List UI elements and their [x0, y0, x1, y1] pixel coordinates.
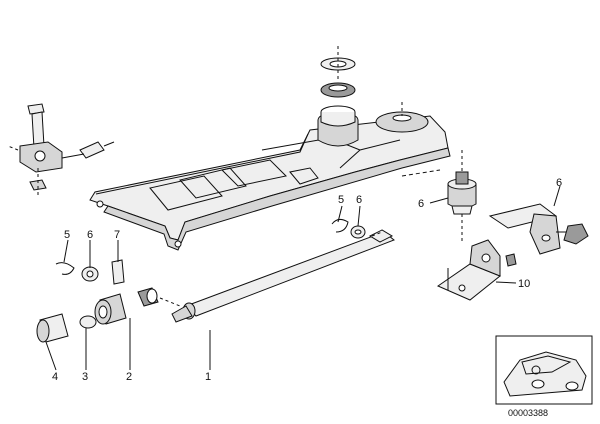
callout-1: 1: [205, 371, 211, 383]
bolt-clamp-assembly: [7, 103, 115, 196]
heat-shield-plate: [89, 115, 451, 251]
callout-4: 4: [52, 371, 58, 383]
callout-6-center: 6: [356, 194, 362, 206]
support-bracket: [436, 239, 517, 301]
callout-6-left: 6: [87, 229, 93, 241]
rear-mount-dome: [375, 102, 429, 133]
callout-10: 10: [518, 278, 530, 290]
bushing-set: [36, 287, 181, 343]
diagram-id: 00003388: [508, 408, 548, 418]
callout-2: 2: [126, 371, 132, 383]
callout-3: 3: [82, 371, 88, 383]
callout-6-mount: 6: [418, 198, 424, 210]
callout-5-center: 5: [338, 194, 344, 206]
callout-5-left: 5: [64, 229, 70, 241]
upper-bracket: [488, 203, 589, 255]
gear-shift-boss: [317, 46, 359, 147]
rubber-mount: [447, 150, 477, 244]
callout-6-right: 6: [556, 177, 562, 189]
vehicle-thumbnail: [495, 335, 593, 405]
leader-lines: [45, 169, 561, 371]
small-fastener-parts: [55, 218, 383, 285]
shift-rod: [171, 229, 395, 323]
callout-7: 7: [114, 229, 120, 241]
